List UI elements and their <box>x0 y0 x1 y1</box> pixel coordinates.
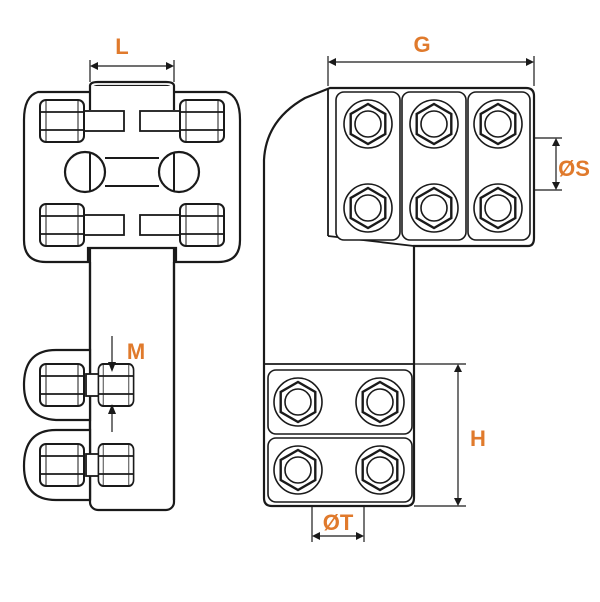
bolt <box>472 182 524 234</box>
label-T: ØT <box>323 510 354 535</box>
hex-nut <box>39 99 85 143</box>
bolt <box>354 376 406 428</box>
bolt <box>408 182 460 234</box>
hex-nut <box>97 363 135 407</box>
bolt <box>272 376 324 428</box>
label-S: ØS <box>558 156 590 181</box>
dimension-G: G <box>327 32 535 86</box>
bolt <box>342 182 394 234</box>
cable-hole <box>63 150 107 194</box>
dimension-M: M <box>108 336 145 432</box>
label-H: H <box>470 426 486 451</box>
label-G: G <box>413 32 430 57</box>
front-view: G ØS H ØT <box>262 32 590 542</box>
dimension-S: ØS <box>534 137 590 191</box>
side-view: L M <box>22 34 242 512</box>
dimension-L: L <box>89 34 175 82</box>
bolt <box>272 444 324 496</box>
bolt <box>354 444 406 496</box>
hex-nut <box>179 203 225 247</box>
hex-nut <box>179 99 225 143</box>
hex-nut <box>97 443 135 487</box>
label-M: M <box>127 339 145 364</box>
bolt <box>472 98 524 150</box>
hex-nut <box>39 363 85 407</box>
dimension-T: ØT <box>311 506 365 542</box>
label-L: L <box>115 34 128 59</box>
dimension-H: H <box>414 363 486 507</box>
hex-nut <box>39 443 85 487</box>
hex-nut <box>39 203 85 247</box>
bolt <box>408 98 460 150</box>
bolt <box>342 98 394 150</box>
